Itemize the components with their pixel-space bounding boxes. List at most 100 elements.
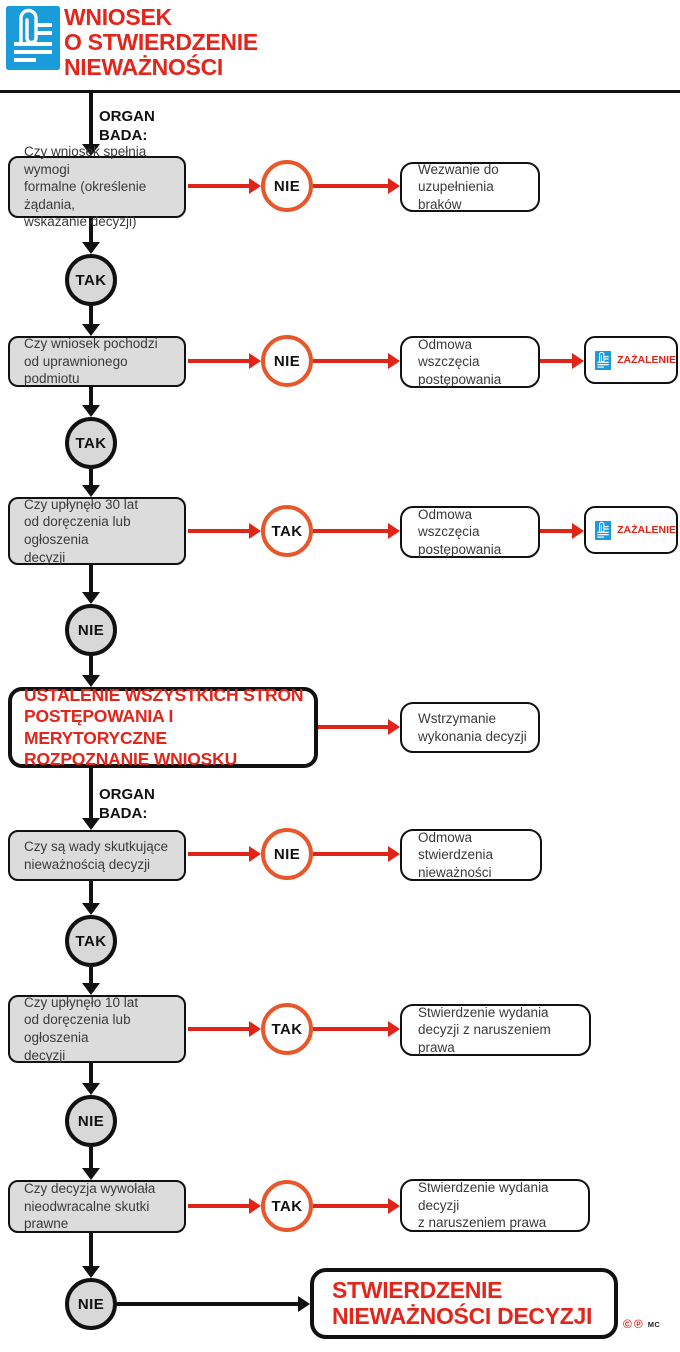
question-irreversible-effects: Czy decyzja wywołała nieodwracalne skutk… — [8, 1180, 186, 1233]
arrow-right-icon — [249, 353, 261, 369]
connector-circle-nie: NIE — [65, 1095, 117, 1147]
arrow-right-icon — [388, 178, 400, 194]
flow-line — [89, 218, 93, 243]
organ-bada-label-1: ORGAN BADA: — [99, 108, 155, 144]
connector-circle-tak: TAK — [65, 417, 117, 469]
document-paperclip-icon — [6, 6, 60, 70]
arrow-down-icon — [82, 242, 100, 254]
connector-circle-tak: TAK — [65, 915, 117, 967]
flow-line — [313, 529, 388, 533]
arrow-right-icon — [249, 1021, 261, 1037]
arrow-right-icon — [249, 1198, 261, 1214]
appeal-label: ZAŻALENIE — [617, 354, 676, 366]
result-call-to-complete: Wezwanie do uzupełnienia braków — [400, 162, 540, 212]
flow-line — [188, 1204, 249, 1208]
decision-circle-tak: TAK — [261, 505, 313, 557]
arrow-down-icon — [82, 903, 100, 915]
decision-circle-tak: TAK — [261, 1003, 313, 1055]
appeal-label: ZAŻALENIE — [617, 524, 676, 536]
question-30-years: Czy upłynęło 30 lat od doręczenia lub og… — [8, 497, 186, 565]
arrow-right-icon — [572, 523, 584, 539]
result-violation-of-law: Stwierdzenie wydania decyzji z naruszeni… — [400, 1179, 590, 1232]
arrow-right-icon — [388, 353, 400, 369]
decision-circle-tak: TAK — [261, 1180, 313, 1232]
flow-line — [188, 852, 249, 856]
question-entitled-subject: Czy wniosek pochodzi od uprawnionego pod… — [8, 336, 186, 387]
arrow-right-icon — [388, 846, 400, 862]
flow-line — [89, 767, 93, 819]
decision-circle-nie: NIE — [261, 335, 313, 387]
arrow-right-icon — [388, 719, 400, 735]
arrow-right-icon — [572, 353, 584, 369]
appeal-badge: ZAŻALENIE — [584, 506, 678, 554]
connector-circle-tak: TAK — [65, 254, 117, 306]
flow-line — [313, 1027, 388, 1031]
flow-line — [89, 387, 93, 406]
final-declaration-box: STWIERDZENIE NIEWAŻNOŚCI DECYZJI — [310, 1268, 618, 1339]
arrow-right-icon — [249, 178, 261, 194]
connector-circle-nie: NIE — [65, 604, 117, 656]
result-refusal-to-initiate: Odmowa wszczęcia postępowania — [400, 336, 540, 388]
appeal-badge: ZAŻALENIE — [584, 336, 678, 384]
arrow-right-icon — [249, 523, 261, 539]
flow-line — [313, 359, 388, 363]
flow-line — [188, 1027, 249, 1031]
flow-line — [89, 1233, 93, 1267]
arrow-down-icon — [82, 144, 100, 156]
author-initials: MC — [647, 1319, 661, 1329]
flow-line — [313, 852, 388, 856]
flow-line — [540, 359, 572, 363]
result-refusal-invalidity: Odmowa stwierdzenia nieważności — [400, 829, 542, 881]
decision-circle-nie: NIE — [261, 160, 313, 212]
arrow-down-icon — [82, 675, 100, 687]
result-refusal-to-initiate: Odmowa wszczęcia postępowania — [400, 506, 540, 558]
flow-line — [313, 184, 388, 188]
arrow-right-icon — [249, 846, 261, 862]
header-divider — [0, 90, 680, 93]
flow-line — [188, 184, 249, 188]
arrow-right-icon — [388, 523, 400, 539]
copyright-icon: © — [623, 1317, 632, 1331]
flow-line — [89, 469, 93, 486]
arrow-down-icon — [82, 324, 100, 336]
flow-line — [188, 529, 249, 533]
flow-line — [89, 565, 93, 593]
decision-circle-nie: NIE — [261, 828, 313, 880]
phonogram-icon: ℗ — [633, 1317, 643, 1331]
flow-line — [89, 1147, 93, 1169]
credits: © ℗ MC — [623, 1317, 660, 1331]
arrow-right-icon — [388, 1021, 400, 1037]
flow-line — [89, 1063, 93, 1084]
flow-line — [313, 1204, 388, 1208]
arrow-down-icon — [82, 405, 100, 417]
connector-circle-nie: NIE — [65, 1278, 117, 1330]
flow-line — [89, 656, 93, 676]
document-paperclip-icon — [595, 520, 612, 540]
flow-line — [89, 967, 93, 984]
flow-line — [318, 725, 388, 729]
flow-line — [117, 1302, 298, 1306]
flow-line — [89, 93, 93, 145]
merits-examination-box: USTALENIE WSZYSTKICH STRON POSTĘPOWANIA … — [8, 685, 318, 769]
arrow-down-icon — [82, 592, 100, 604]
flow-line — [89, 306, 93, 325]
result-suspension: Wstrzymanie wykonania decyzji — [400, 702, 540, 753]
document-paperclip-icon — [595, 350, 612, 370]
arrow-down-icon — [82, 485, 100, 497]
result-violation-of-law: Stwierdzenie wydania decyzji z naruszeni… — [400, 1004, 591, 1056]
organ-bada-label-2: ORGAN BADA: — [99, 786, 155, 822]
arrow-down-icon — [82, 983, 100, 995]
arrow-down-icon — [82, 1168, 100, 1180]
flow-line — [89, 881, 93, 904]
flow-line — [540, 529, 572, 533]
arrow-down-icon — [82, 818, 100, 830]
arrow-down-icon — [82, 1266, 100, 1278]
arrow-right-icon — [298, 1296, 310, 1312]
question-10-years: Czy upłynęło 10 lat od doręczenia lub og… — [8, 995, 186, 1063]
flow-line — [188, 359, 249, 363]
arrow-down-icon — [82, 1083, 100, 1095]
page-title: WNIOSEK O STWIERDZENIE NIEWAŻNOŚCI — [64, 4, 258, 80]
question-formal-requirements: Czy wniosek spełnia wymogi formalne (okr… — [8, 144, 186, 229]
question-invalidity-defects: Czy są wady skutkujące nieważnością decy… — [8, 830, 186, 881]
